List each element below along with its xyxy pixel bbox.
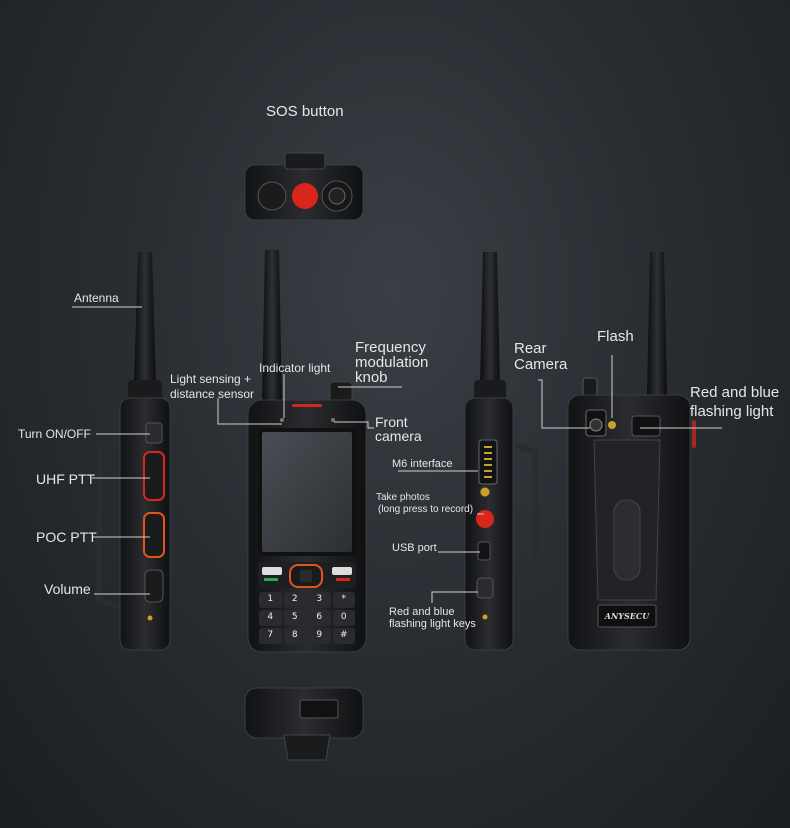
front-screen [262, 432, 352, 552]
label-sos-button: SOS button [266, 103, 344, 120]
top-view-device [244, 152, 364, 221]
label-red-blue-keys-line1: Red and blue [389, 606, 455, 618]
front-keypad: 1 2 3 * 4 5 6 0 7 8 9 # [259, 592, 355, 644]
keypad-key: 9 [308, 628, 331, 644]
label-usb-port: USB port [392, 542, 437, 554]
keypad-key: 7 [259, 628, 282, 644]
keypad-key: 2 [283, 592, 306, 608]
left-side-device [94, 252, 171, 651]
keypad-key: * [332, 592, 355, 608]
keypad-key: 6 [308, 610, 331, 626]
keypad-key: 1 [259, 592, 282, 608]
front-device [247, 250, 367, 653]
label-light-sensing-line1: Light sensing + [170, 372, 252, 386]
label-red-blue-keys-line2: flashing light keys [389, 618, 476, 630]
label-flash: Flash [597, 328, 634, 345]
keypad-key: 4 [259, 610, 282, 626]
back-device [567, 252, 696, 651]
label-rear-camera-line1: Rear [514, 340, 547, 357]
label-turn-on-off: Turn ON/OFF [18, 427, 91, 441]
brand-plate: ANYSECU [604, 611, 650, 621]
keypad-key: 0 [332, 610, 355, 626]
label-frequency-line3: knob [355, 369, 388, 386]
label-frequency-line2: modulation [355, 354, 429, 371]
bottom-view-device [244, 687, 364, 761]
callout-lines [72, 306, 722, 603]
label-rear-camera-line2: Camera [514, 356, 568, 373]
label-red-blue-light-line1: Red and blue [690, 384, 780, 401]
label-poc-ptt: POC PTT [36, 529, 97, 545]
keypad-key: 5 [283, 610, 306, 626]
label-antenna: Antenna [74, 291, 119, 305]
label-front-camera-line2: camera [375, 428, 422, 444]
label-take-photos-line1: Take photos [376, 492, 430, 503]
sos-red-button [292, 183, 318, 209]
label-indicator-light: Indicator light [259, 361, 331, 375]
right-side-device [464, 252, 541, 651]
label-frequency-line1: Frequency [355, 339, 426, 356]
label-red-blue-light-line2: flashing light [690, 403, 774, 420]
label-uhf-ptt: UHF PTT [36, 471, 96, 487]
take-photos-red-button [476, 510, 494, 528]
keypad-key: # [332, 628, 355, 644]
label-take-photos-line2: (long press to record) [378, 504, 474, 515]
keypad-key: 8 [283, 628, 306, 644]
label-front-camera-line1: Front [375, 414, 408, 430]
label-volume: Volume [44, 581, 91, 597]
label-m6-interface: M6 interface [392, 458, 453, 470]
label-light-sensing-line2: distance sensor [170, 387, 255, 401]
keypad-key: 3 [308, 592, 331, 608]
